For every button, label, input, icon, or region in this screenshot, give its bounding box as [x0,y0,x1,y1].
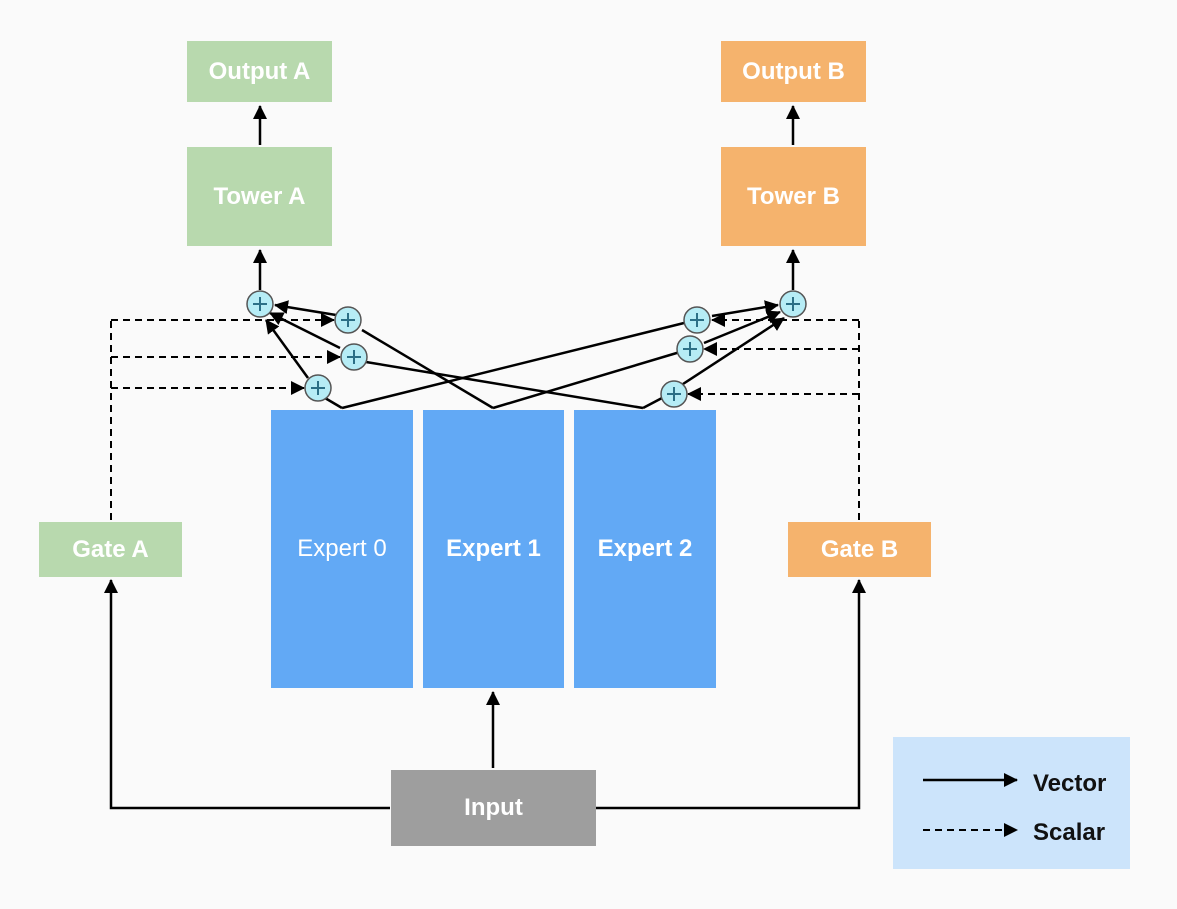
expert-1-node: Expert 1 [423,410,564,688]
mult-node-b1 [676,335,704,363]
expert-1-to-mult-a1 [361,328,494,410]
expert-2-to-mult-b2 [642,396,663,410]
expert-0-to-mult-a0 [324,396,343,410]
mult-node-b0 [683,306,711,334]
mult-b2-to-sum-b [682,316,785,386]
mult-a2-to-sum-a [274,300,337,317]
mult-b0-to-sum-b [711,300,779,318]
mult-node-a2 [334,306,362,334]
sum-node-a [246,290,274,318]
mult-node-a1 [340,343,368,371]
input-node: Input [391,770,596,846]
mult-a0-to-sum-a [264,319,310,379]
gate-a-node: Gate A [39,522,182,577]
expert-0-node: Expert 0 [271,410,413,688]
legend-scalar-label: Scalar [1033,819,1106,846]
expert-0-to-mult-b0 [341,321,685,410]
mult-b1-to-sum-b [703,310,781,345]
mult-node-b2 [660,380,688,408]
expert-2-to-mult-a2 [365,360,644,410]
expert-2-node: Expert 2 [574,410,716,688]
legend-vector-label: Vector [1033,770,1107,797]
tower-b-node: Tower B [721,147,866,246]
legend-lines [923,773,1018,837]
gate-b-node: Gate B [788,522,931,577]
tower-a-node: Tower A [187,147,332,246]
mult-a1-to-sum-a [269,311,341,350]
sum-node-b [779,290,807,318]
input-to-gate-b-arrow [596,579,866,810]
output-a-node: Output A [187,41,332,102]
output-b-node: Output B [721,41,866,102]
input-to-gate-a-arrow [104,579,390,810]
mult-node-a0 [304,374,332,402]
expert-1-to-mult-b1 [492,350,681,410]
legend: Vector Scalar [893,737,1130,869]
